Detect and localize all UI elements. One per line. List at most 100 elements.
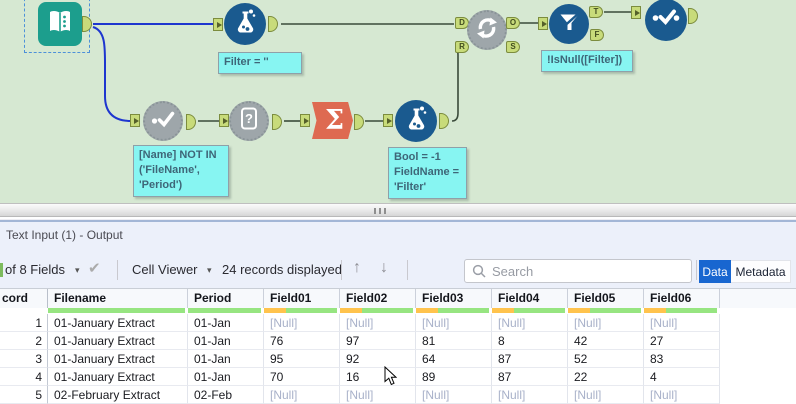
table-cell[interactable]: [Null]: [340, 314, 416, 332]
table-cell[interactable]: 01-January Extract: [48, 332, 188, 350]
fields-selector-dropdown[interactable]: of 8 Fields: [5, 262, 65, 277]
table-cell[interactable]: 64: [416, 350, 492, 368]
table-cell[interactable]: 42: [568, 332, 644, 350]
record-number[interactable]: 5: [0, 386, 48, 404]
dynamic-replace-r-anchor[interactable]: R: [455, 41, 469, 53]
workflow-canvas[interactable]: Filter = '' [Name] NOT IN ('FileName', '…: [0, 0, 796, 203]
table-cell[interactable]: 01-Jan: [188, 368, 264, 386]
formula2-input-anchor[interactable]: [383, 114, 393, 127]
search-input[interactable]: [492, 263, 672, 279]
table-cell[interactable]: 01-Jan: [188, 350, 264, 368]
table-cell[interactable]: [Null]: [644, 386, 720, 404]
chevron-down-icon[interactable]: ▾: [207, 265, 212, 275]
cell-viewer-dropdown[interactable]: Cell Viewer: [132, 262, 198, 277]
column-header-field01[interactable]: Field01: [264, 289, 340, 308]
table-cell[interactable]: 02-Feb: [188, 386, 264, 404]
dynamic-rename-tool[interactable]: ?: [229, 101, 269, 141]
table-cell[interactable]: 97: [340, 332, 416, 350]
filter-false-anchor[interactable]: F: [590, 29, 604, 41]
select-input-anchor[interactable]: [631, 6, 641, 19]
table-row: 1 01-January Extract 01-Jan [Null] [Null…: [0, 314, 796, 332]
tab-data[interactable]: Data: [699, 260, 731, 283]
wire-formula2-to-dynamic-replace-r[interactable]: [451, 47, 459, 122]
summarize-tool[interactable]: Σ: [312, 102, 353, 139]
quality-bar-green: [48, 308, 188, 314]
table-cell[interactable]: 81: [416, 332, 492, 350]
column-header-filename[interactable]: Filename: [48, 289, 188, 308]
column-header-field03[interactable]: Field03: [416, 289, 492, 308]
table-cell[interactable]: 8: [492, 332, 568, 350]
dynamic-select-tool[interactable]: [143, 101, 183, 141]
up-arrow-icon[interactable]: ↑: [353, 259, 361, 276]
column-header-field06[interactable]: Field06: [644, 289, 720, 308]
table-cell[interactable]: 83: [644, 350, 720, 368]
column-header-period[interactable]: Period: [188, 289, 264, 308]
table-cell[interactable]: [Null]: [264, 314, 340, 332]
record-number[interactable]: 2: [0, 332, 48, 350]
table-cell[interactable]: 22: [568, 368, 644, 386]
table-cell[interactable]: 95: [264, 350, 340, 368]
table-cell[interactable]: 87: [492, 368, 568, 386]
record-number[interactable]: 1: [0, 314, 48, 332]
column-header-field04[interactable]: Field04: [492, 289, 568, 308]
dynamic-replace-o-anchor[interactable]: O: [506, 17, 520, 29]
chevron-down-icon[interactable]: ▾: [75, 265, 80, 275]
table-cell[interactable]: 92: [340, 350, 416, 368]
table-cell[interactable]: [Null]: [644, 314, 720, 332]
table-cell[interactable]: 89: [416, 368, 492, 386]
column-header-field05[interactable]: Field05: [568, 289, 644, 308]
table-cell[interactable]: [Null]: [264, 386, 340, 404]
record-number[interactable]: 4: [0, 368, 48, 386]
filter-tool[interactable]: [549, 4, 589, 44]
record-number[interactable]: 3: [0, 350, 48, 368]
filter-true-anchor[interactable]: T: [589, 6, 603, 18]
table-cell[interactable]: 01-January Extract: [48, 368, 188, 386]
wire-input-to-dynamic-select[interactable]: [92, 26, 132, 122]
apply-check-icon[interactable]: ✔: [88, 260, 101, 277]
dynamic-replace-s-anchor[interactable]: S: [506, 41, 520, 53]
toolbar-separator: [696, 260, 697, 280]
table-cell[interactable]: 01-Jan: [188, 314, 264, 332]
dynamic-select-input-anchor[interactable]: [130, 114, 140, 127]
record-column-header[interactable]: cord: [0, 289, 48, 308]
table-cell[interactable]: [Null]: [416, 314, 492, 332]
quality-bar-green: [188, 308, 264, 314]
dynamic-rename-input-anchor[interactable]: [219, 114, 229, 127]
table-cell[interactable]: 01-January Extract: [48, 350, 188, 368]
formula1-input-anchor[interactable]: [213, 18, 223, 31]
table-cell[interactable]: 01-January Extract: [48, 314, 188, 332]
text-input-tool[interactable]: [38, 2, 82, 46]
dynamic-select-annotation[interactable]: [Name] NOT IN ('FileName', 'Period'): [133, 145, 229, 197]
table-cell[interactable]: [Null]: [492, 386, 568, 404]
formula1-annotation[interactable]: Filter = '': [218, 52, 302, 74]
table-cell[interactable]: [Null]: [340, 386, 416, 404]
search-box[interactable]: [464, 259, 692, 283]
table-cell[interactable]: 16: [340, 368, 416, 386]
pane-splitter-handle[interactable]: [0, 203, 796, 217]
table-cell[interactable]: 70: [264, 368, 340, 386]
select-tool[interactable]: [645, 0, 687, 41]
table-cell[interactable]: [Null]: [492, 314, 568, 332]
table-cell[interactable]: 27: [644, 332, 720, 350]
table-cell[interactable]: 76: [264, 332, 340, 350]
formula2-annotation[interactable]: Bool = -1 FieldName = 'Filter': [388, 147, 467, 199]
table-cell[interactable]: [Null]: [568, 314, 644, 332]
filter-annotation[interactable]: !IsNull([Filter]): [541, 50, 633, 72]
table-cell[interactable]: [Null]: [568, 386, 644, 404]
table-cell[interactable]: 87: [492, 350, 568, 368]
dynamic-replace-tool[interactable]: [467, 10, 507, 50]
table-cell[interactable]: 01-Jan: [188, 332, 264, 350]
table-cell[interactable]: [Null]: [416, 386, 492, 404]
summarize-input-anchor[interactable]: [300, 114, 310, 127]
table-cell[interactable]: 4: [644, 368, 720, 386]
results-pane-title: Text Input (1) - Output: [6, 228, 123, 242]
table-cell[interactable]: 52: [568, 350, 644, 368]
tab-metadata[interactable]: Metadata: [731, 260, 791, 283]
filter-input-anchor[interactable]: [538, 17, 548, 30]
column-header-field02[interactable]: Field02: [340, 289, 416, 308]
table-cell[interactable]: 02-February Extract: [48, 386, 188, 404]
formula-tool-2[interactable]: [395, 100, 437, 142]
formula-tool-1[interactable]: [224, 3, 266, 45]
down-arrow-icon[interactable]: ↓: [380, 259, 388, 276]
